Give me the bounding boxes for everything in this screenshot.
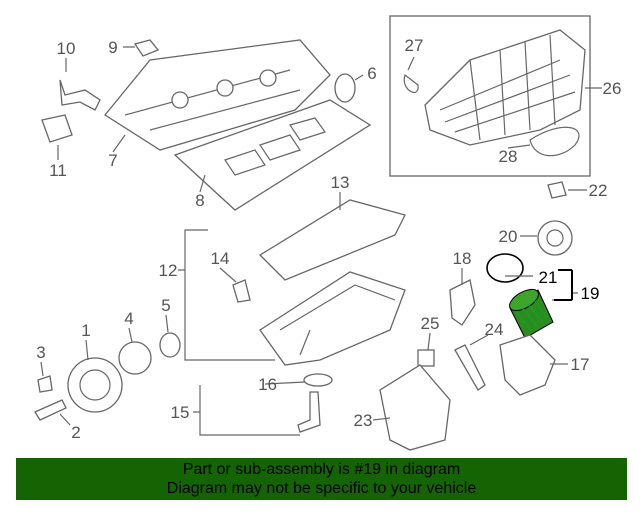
valve-cover	[104, 39, 331, 151]
seal-6	[334, 73, 356, 103]
o-ring-21	[486, 253, 524, 283]
sensor-22	[547, 181, 567, 199]
callout-16[interactable]: 16	[258, 375, 277, 394]
callout-4[interactable]: 4	[124, 309, 133, 328]
gasket-28	[529, 126, 580, 157]
gasket-9	[133, 39, 160, 57]
callout-2[interactable]: 2	[71, 423, 80, 442]
oil-pickup-15	[297, 391, 321, 433]
vibration-damper-1	[67, 357, 123, 413]
callout-22[interactable]: 22	[589, 181, 608, 200]
o-ring-16	[303, 373, 333, 387]
callout-21[interactable]: 21	[539, 268, 558, 287]
callout-19[interactable]: 19	[581, 284, 600, 303]
callout-25[interactable]: 25	[421, 314, 440, 333]
callout-6[interactable]: 6	[367, 64, 376, 83]
plug-25	[417, 349, 435, 367]
callout-15[interactable]: 15	[171, 403, 190, 422]
oil-pan	[259, 271, 406, 366]
callout-28[interactable]: 28	[499, 147, 518, 166]
callout-26[interactable]: 26	[603, 79, 622, 98]
sensor-14	[232, 279, 251, 303]
callout-20[interactable]: 20	[499, 227, 518, 246]
oil-pan-gasket	[258, 199, 406, 281]
bolt-3	[37, 375, 53, 393]
callout-10[interactable]: 10	[57, 39, 76, 58]
callout-24[interactable]: 24	[485, 320, 504, 339]
callout-14[interactable]: 14	[211, 249, 230, 268]
callout-7[interactable]: 7	[108, 151, 117, 170]
callout-12[interactable]: 12	[159, 261, 178, 280]
bolt-2	[34, 399, 67, 421]
callout-18[interactable]: 18	[453, 249, 472, 268]
callout-13[interactable]: 13	[331, 173, 350, 192]
callout-27[interactable]: 27	[405, 36, 424, 55]
callout-9[interactable]: 9	[108, 38, 117, 57]
callout-8[interactable]: 8	[195, 191, 204, 210]
oil-filter-housing-17	[499, 334, 556, 396]
callout-23[interactable]: 23	[354, 411, 373, 430]
cover-23	[379, 364, 451, 451]
intake-manifold	[424, 29, 586, 146]
oil-filter-19	[509, 288, 554, 339]
callout-3[interactable]: 3	[36, 343, 45, 362]
callout-11[interactable]: 11	[49, 161, 67, 180]
filter-cap-20	[537, 220, 573, 256]
grommet-11	[41, 114, 73, 143]
callout-17[interactable]: 17	[571, 355, 590, 374]
intake-manifold-inset	[389, 15, 591, 177]
chain-tensioner-24	[454, 344, 486, 391]
pulley-hub-4	[118, 341, 152, 375]
banner-line-1: Part or sub-assembly is #19 in diagram	[182, 461, 461, 478]
info-banner: Part or sub-assembly is #19 in diagram D…	[16, 458, 627, 500]
callout-1[interactable]: 1	[81, 321, 90, 340]
seal-5	[159, 332, 181, 358]
breather-pipe-10	[59, 79, 101, 111]
banner-line-2: Diagram may not be specific to your vehi…	[166, 480, 477, 497]
callout-5[interactable]: 5	[161, 296, 170, 315]
bracket-18	[449, 279, 476, 326]
gasket-27	[403, 74, 419, 93]
